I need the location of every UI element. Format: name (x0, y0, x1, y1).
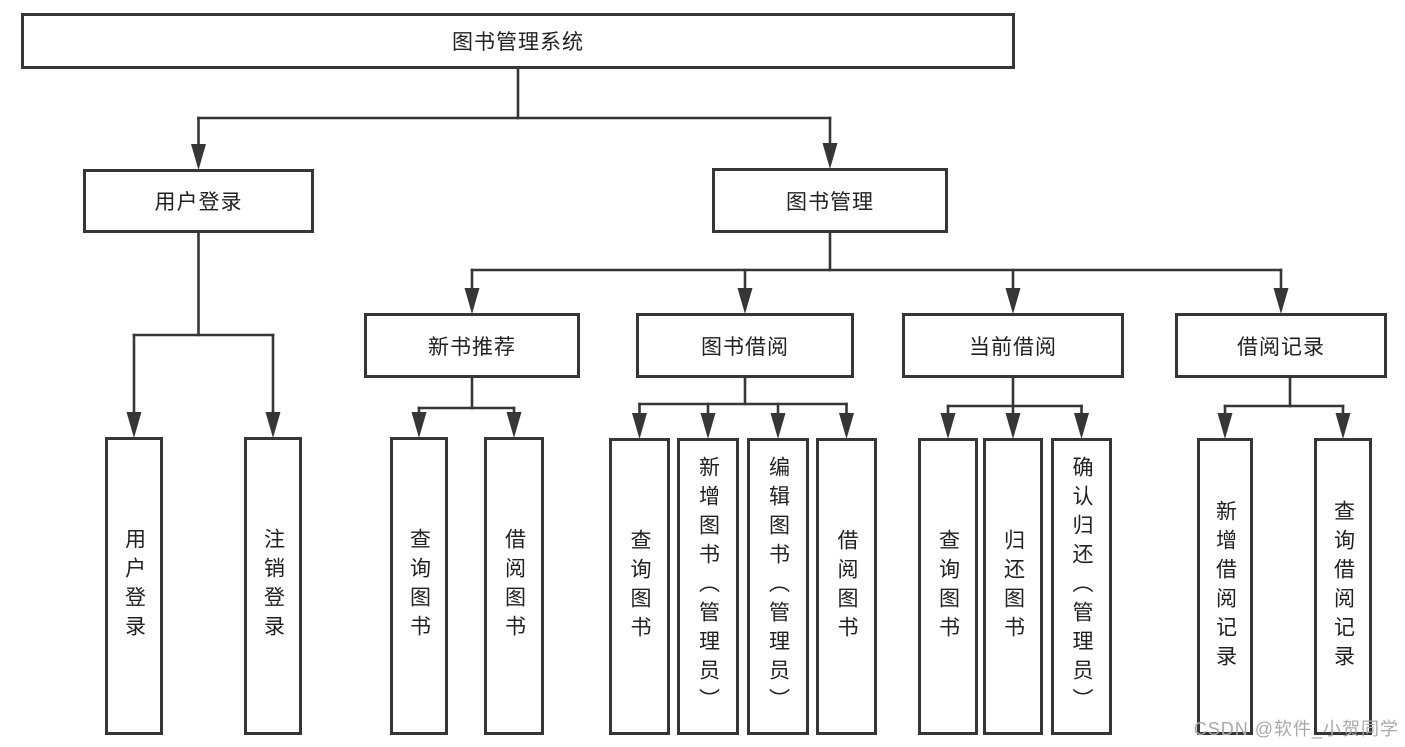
node-book-mgmt: 图书管理 (712, 168, 948, 233)
watermark: CSDN @软件_小贺同学 (1193, 719, 1399, 739)
node-new-book-rec: 新书推荐 (364, 313, 580, 378)
node-logout-op: 注销登录 (244, 437, 302, 735)
node-query-borrow-record: 查询借阅记录 (1314, 438, 1372, 735)
node-borrow-book-2: 借阅图书 (816, 438, 877, 735)
node-confirm-return: 确认归还（管理员） (1051, 438, 1112, 735)
node-edit-book: 编辑图书（管理员） (747, 438, 809, 735)
node-borrow-book-1: 借阅图书 (484, 437, 544, 735)
node-user-login-op: 用户登录 (105, 437, 163, 735)
node-query-book-3: 查询图书 (918, 438, 978, 735)
node-return-book: 归还图书 (983, 438, 1043, 735)
node-current-borrow: 当前借阅 (902, 313, 1124, 378)
node-book-borrow: 图书借阅 (636, 313, 854, 378)
node-root: 图书管理系统 (21, 13, 1015, 69)
node-borrow-records: 借阅记录 (1175, 313, 1387, 378)
node-add-borrow-record: 新增借阅记录 (1197, 438, 1253, 735)
node-query-book-2: 查询图书 (609, 438, 670, 735)
node-query-book-1: 查询图书 (390, 437, 448, 735)
node-user-login: 用户登录 (83, 169, 314, 233)
node-add-book: 新增图书（管理员） (677, 438, 739, 735)
